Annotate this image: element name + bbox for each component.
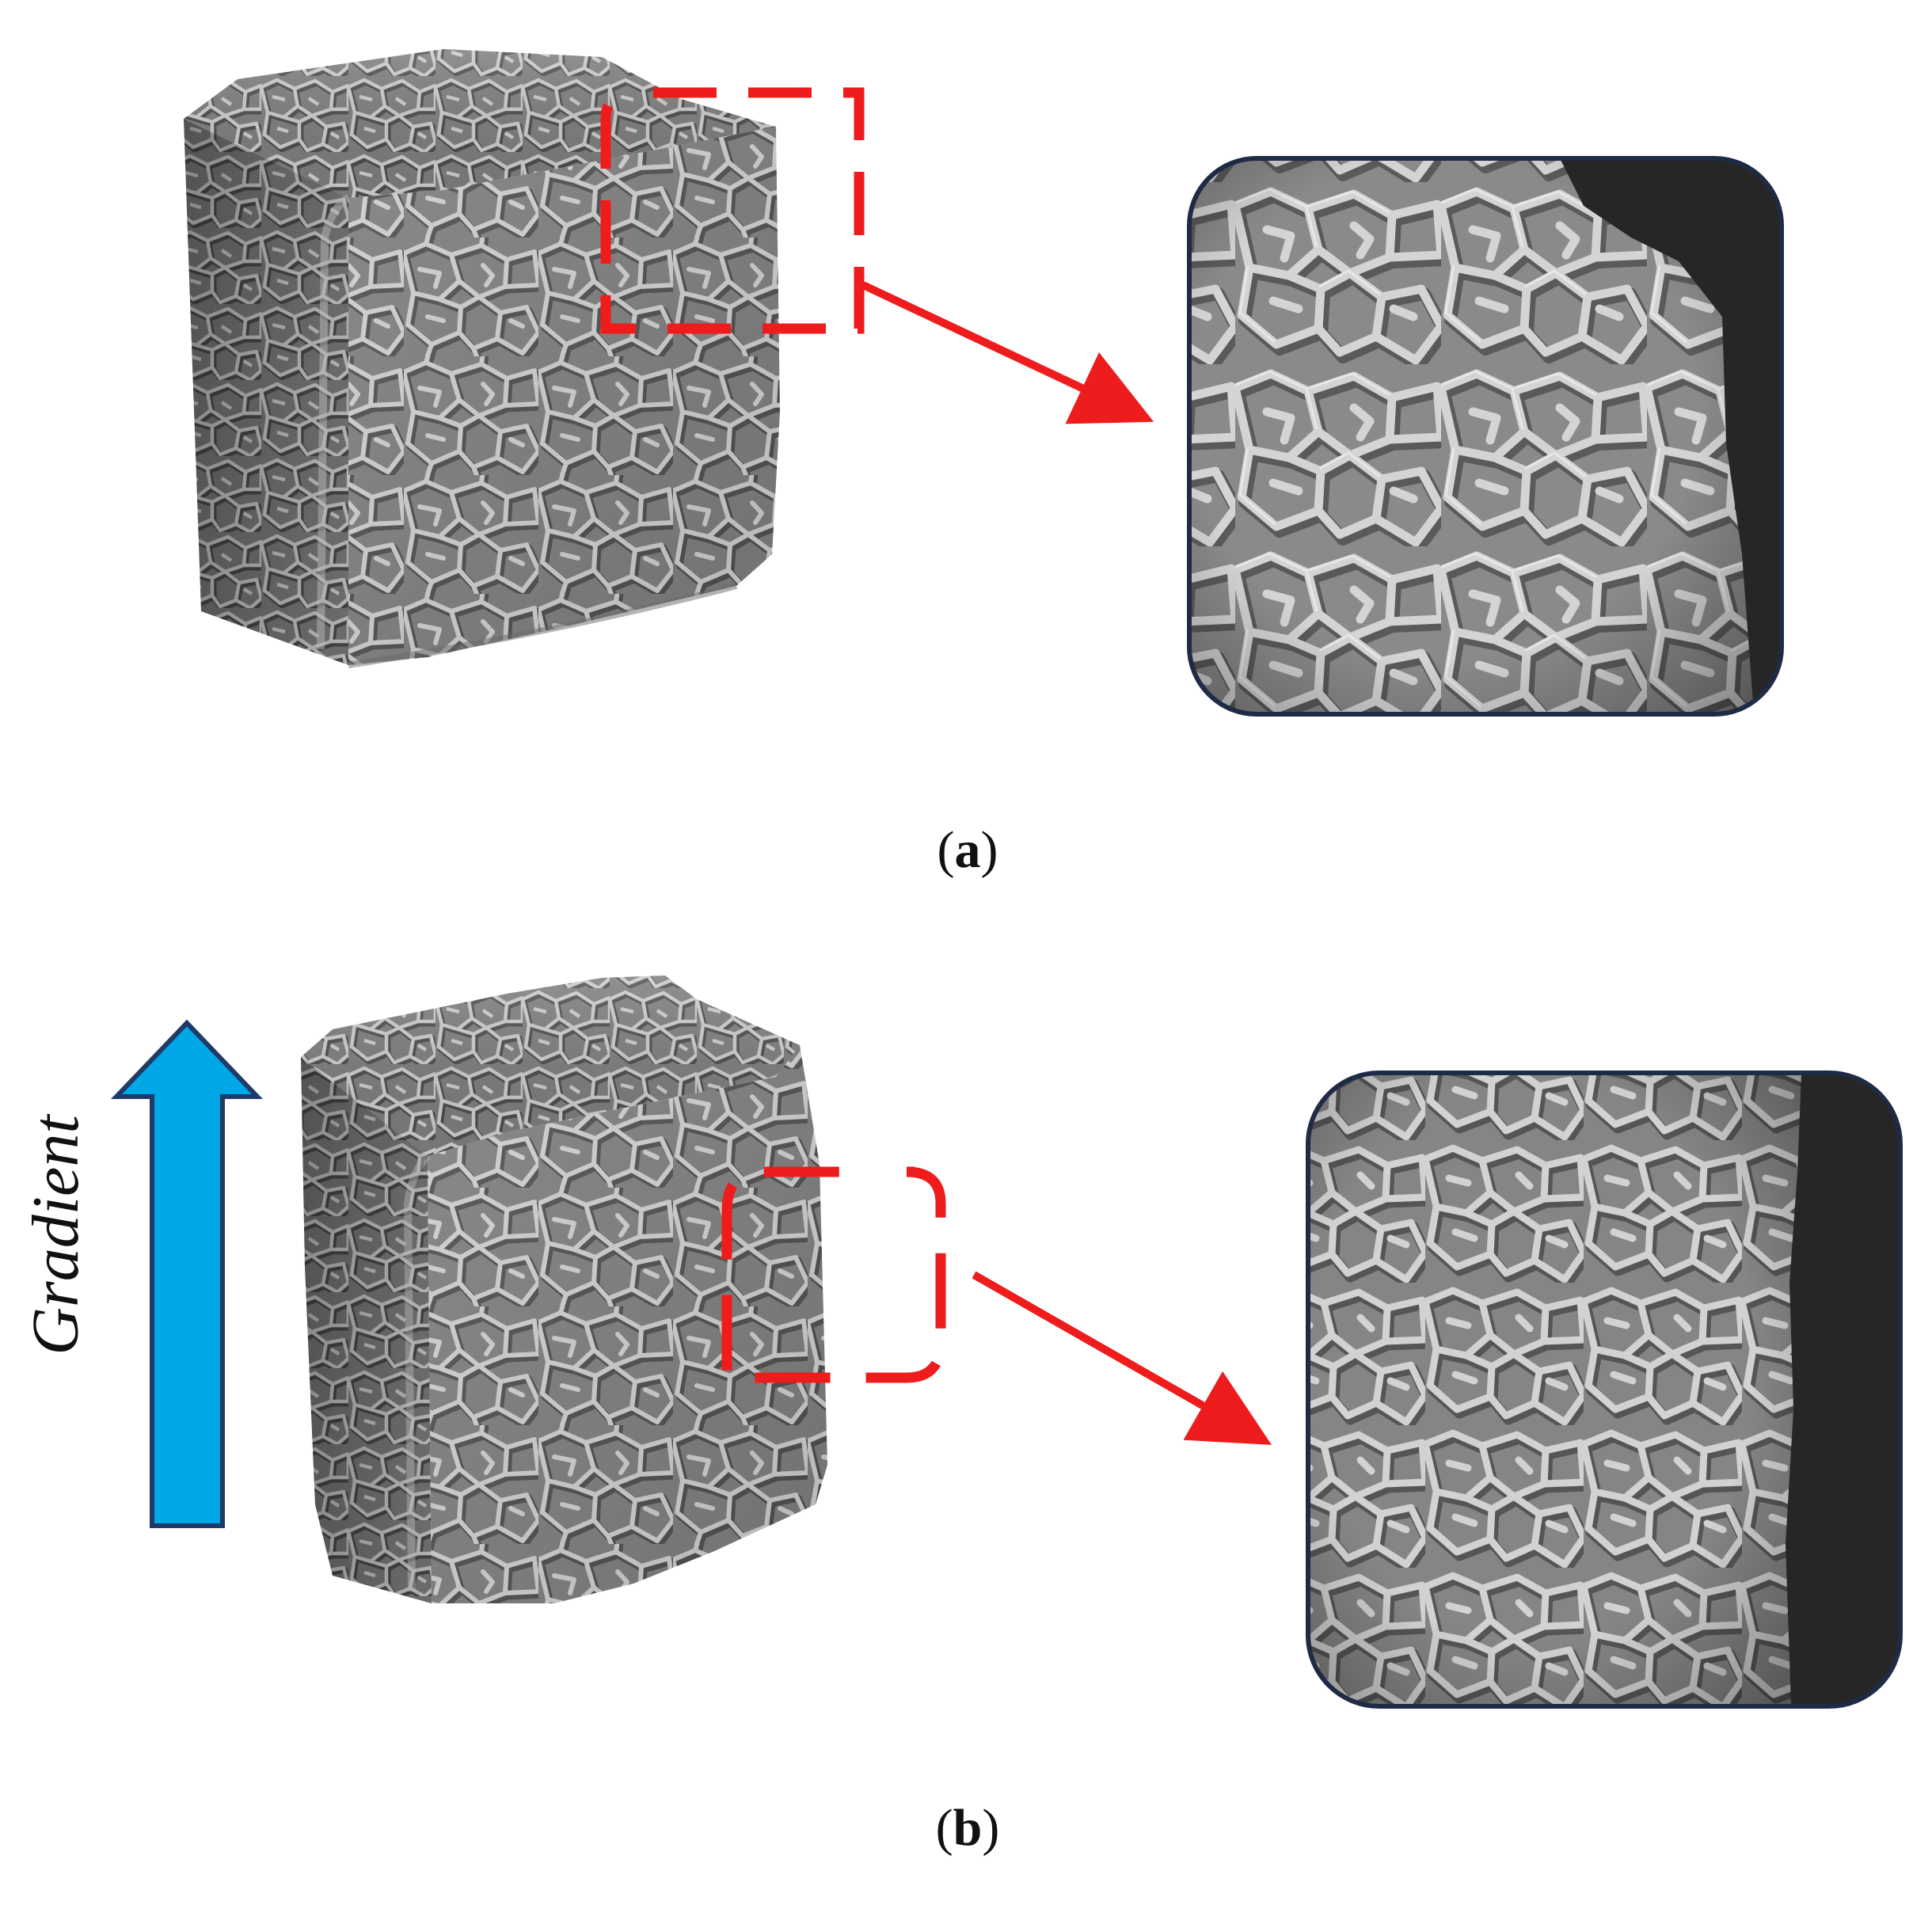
gradient-label: Gradient bbox=[19, 1113, 93, 1356]
lattice-cube-icon bbox=[301, 975, 827, 1603]
gradient-arrow-icon bbox=[110, 1019, 264, 1528]
zoom-inset-a bbox=[1187, 156, 1784, 717]
highlight-box-a bbox=[600, 87, 865, 334]
highlight-box-b bbox=[721, 1166, 946, 1383]
zoom-arrow-icon bbox=[972, 1271, 1272, 1445]
caption-a: (a) bbox=[937, 821, 998, 879]
panel-a: (a) bbox=[184, 49, 1784, 879]
caption-b: (b) bbox=[936, 1799, 1000, 1857]
zoom-inset-b bbox=[1306, 1070, 1903, 1709]
zoom-arrow-icon bbox=[861, 281, 1154, 424]
panel-b: Gradient (b) bbox=[19, 975, 1903, 1857]
lattice-cube-icon bbox=[184, 49, 780, 668]
